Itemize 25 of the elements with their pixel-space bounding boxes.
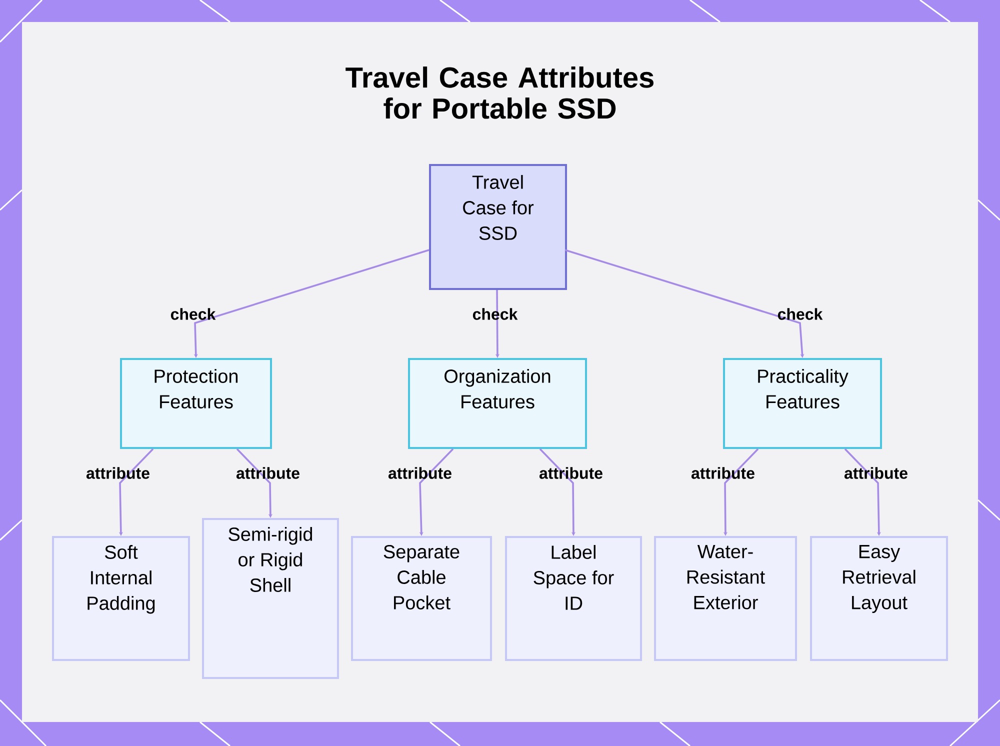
edge-label: attribute [844,467,908,479]
arrow [236,448,272,518]
arrow [564,249,804,358]
edge-label: check [472,308,518,320]
attribute-box: Separate Cable Pocket [351,536,492,661]
category-box: Practicality Features [723,358,882,449]
edge-label: check [170,308,216,320]
attribute-box: Label Space for ID [505,536,642,661]
edge-label: check [778,308,823,320]
edge-label: attribute [236,467,300,479]
edge-label: attribute [539,467,602,479]
title: Travel Case Attributes for Portable SSD [346,66,654,119]
attribute-box: Water-Resistant Exterior [654,536,797,661]
arrow [539,448,576,536]
category-box: Organization Features [408,358,587,449]
root-box: Travel Case for SSD [429,164,567,290]
attribute-box: Semi-rigid or Rigid Shell [202,518,339,679]
category-box: Protection Features [120,358,272,449]
attribute-box: Easy Retrieval Layout [810,536,948,661]
arrow [844,448,881,536]
attribute-box: Soft Internal Padding [52,536,190,661]
edge-label: attribute [691,467,754,479]
edge-label: attribute [388,467,452,479]
arrow [419,448,454,536]
edge-label: attribute [86,467,150,479]
